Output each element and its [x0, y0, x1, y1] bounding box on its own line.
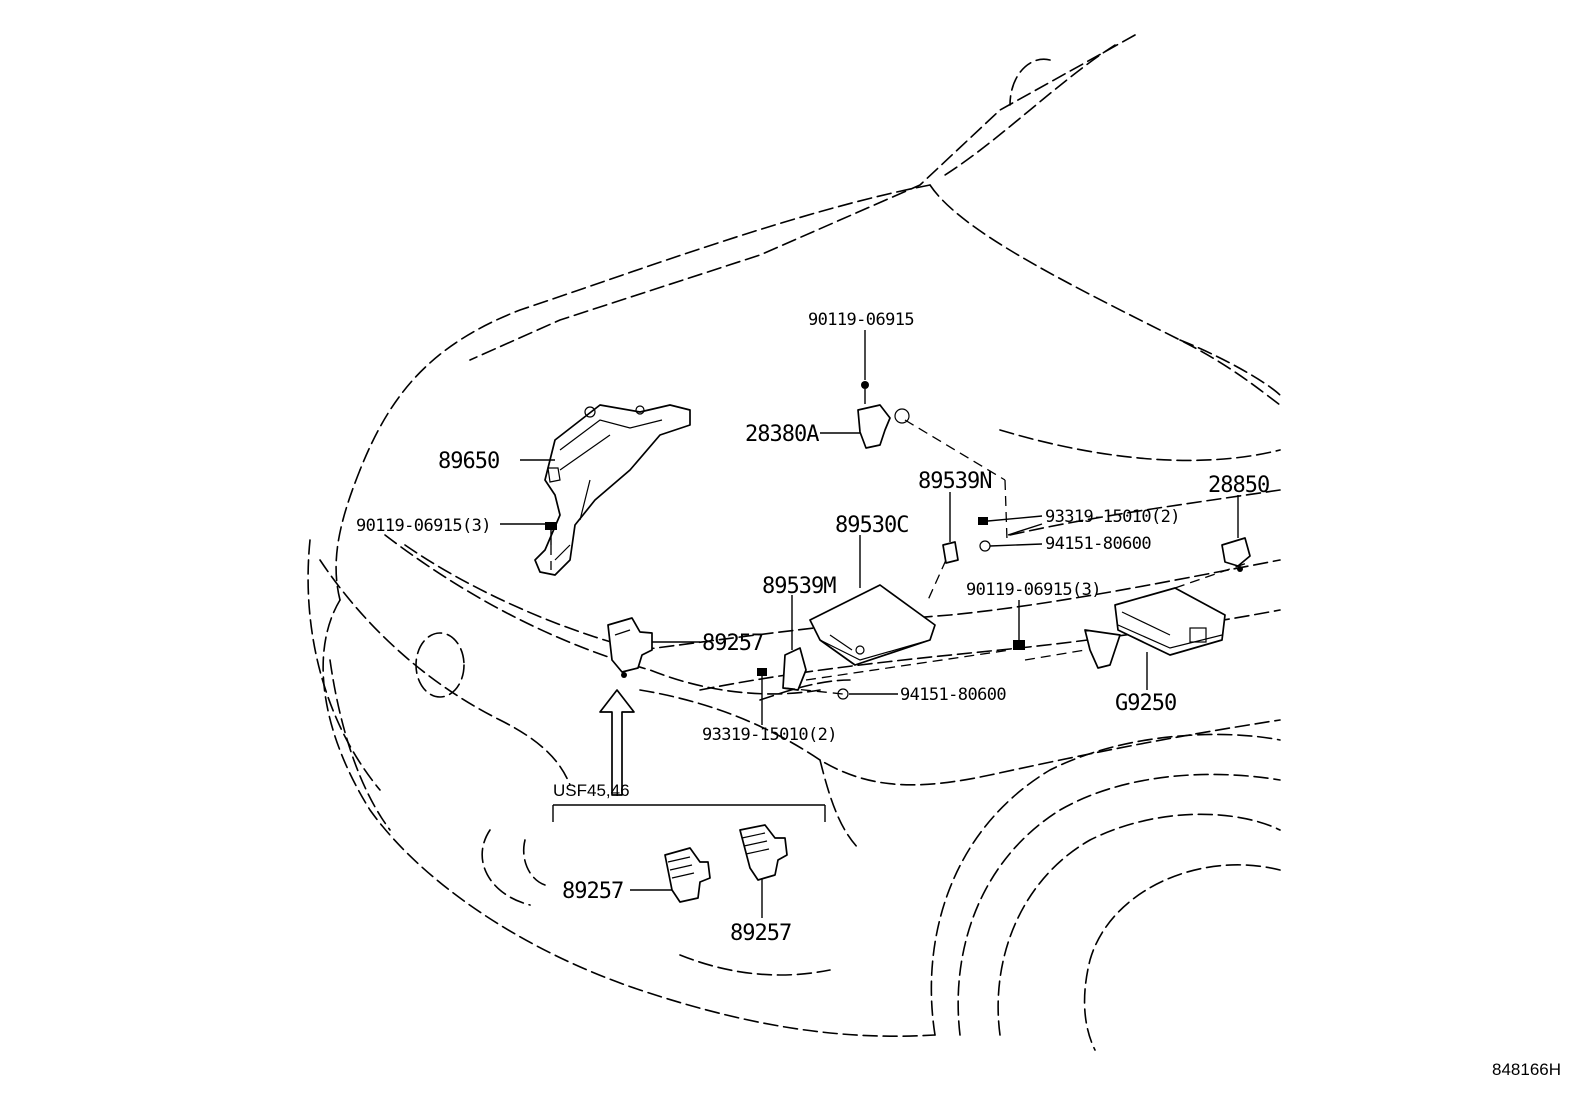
label-89530C: 89530C: [835, 513, 908, 538]
part-89257-main: [599, 617, 700, 796]
label-89650: 89650: [438, 449, 499, 474]
fasteners-upper-right: [978, 515, 1043, 552]
bolt-90119-right: [1013, 600, 1086, 661]
label-93319-15010-2-lower: 93319-15010(2): [702, 725, 837, 745]
label-89539M: 89539M: [762, 574, 836, 599]
part-89650-assembly: [534, 404, 691, 576]
part-89257-usf-left: [630, 847, 711, 903]
diagram-id: 848166H: [1492, 1060, 1561, 1079]
labels: 90119-06915 28380A 89650 90119-06915(3) …: [356, 310, 1561, 1079]
label-89257-usf-left: 89257: [562, 879, 623, 904]
label-90119-06915-3-left: 90119-06915(3): [356, 516, 491, 536]
fasteners-lower: [757, 668, 898, 725]
usf-variant-bracket: [552, 804, 826, 822]
leader-lines: [500, 432, 860, 525]
part-G9250-module: [1084, 561, 1251, 690]
part-89530C-ecu: [809, 535, 936, 666]
part-89539M: [782, 595, 1011, 691]
label-G9250: G9250: [1115, 691, 1176, 716]
label-90119-06915-top: 90119-06915: [808, 310, 914, 330]
label-94151-80600-lower: 94151-80600: [900, 685, 1006, 705]
label-28850: 28850: [1208, 473, 1269, 498]
label-89257-usf-right: 89257: [730, 921, 791, 946]
part-89539N: [927, 492, 959, 601]
label-28380A: 28380A: [745, 422, 819, 447]
part-89257-usf-right: [739, 824, 788, 918]
part-28850: [1221, 495, 1251, 572]
label-89257-main: 89257: [702, 631, 763, 656]
label-94151-80600-upper: 94151-80600: [1045, 534, 1151, 554]
label-89539N: 89539N: [918, 469, 991, 494]
bolt-90119-left: [545, 522, 557, 570]
part-28380A: [857, 330, 1008, 541]
label-93319-15010-2-upper: 93319-15010(2): [1045, 507, 1180, 527]
label-usf-variant: USF45,46: [553, 781, 630, 800]
label-90119-06915-3-right: 90119-06915(3): [966, 580, 1101, 600]
